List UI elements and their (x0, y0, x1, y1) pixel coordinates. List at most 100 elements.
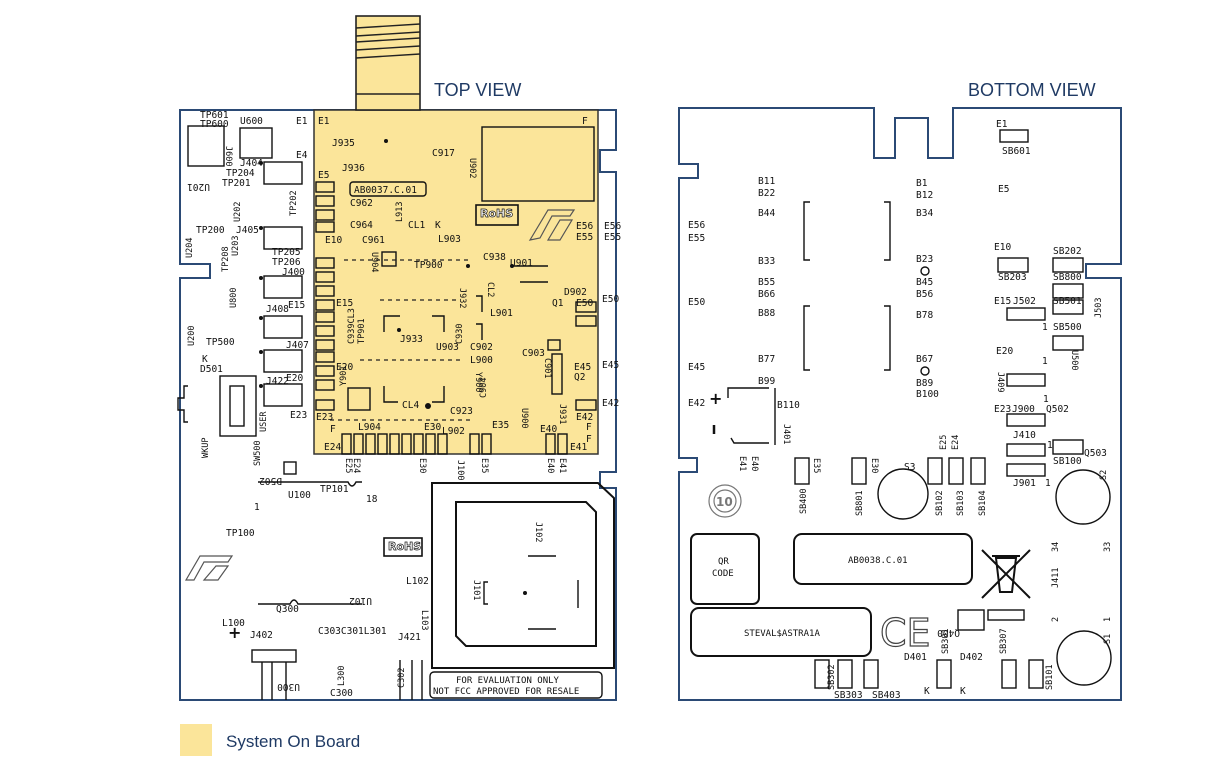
svg-text:SB100: SB100 (1053, 456, 1082, 467)
svg-text:L903: L903 (438, 234, 461, 245)
svg-text:B66: B66 (758, 289, 775, 300)
svg-text:E41: E41 (570, 442, 587, 453)
svg-text:SB101: SB101 (1045, 664, 1055, 690)
svg-text:U300: U300 (277, 681, 300, 692)
svg-text:U500: U500 (1069, 350, 1079, 370)
nfc-antenna (431, 482, 615, 669)
svg-text:B33: B33 (758, 256, 775, 267)
svg-text:B100: B100 (916, 389, 939, 400)
svg-text:C964: C964 (350, 220, 373, 231)
ce-mark: CE (880, 611, 931, 655)
svg-text:Y900: Y900 (473, 372, 483, 392)
svg-text:J936: J936 (342, 163, 365, 174)
svg-text:B34: B34 (916, 208, 933, 219)
svg-text:E1: E1 (318, 116, 330, 127)
j600-box (187, 125, 225, 167)
svg-text:TP200: TP200 (196, 225, 225, 236)
svg-text:TP900: TP900 (414, 260, 443, 271)
svg-text:RoHS: RoHS (388, 540, 421, 553)
svg-text:E30: E30 (424, 422, 441, 433)
svg-text:SB202: SB202 (1053, 246, 1082, 257)
svg-text:J502: J502 (1013, 296, 1036, 307)
svg-text:C939CL3: C939CL3 (347, 308, 357, 344)
svg-text:E50: E50 (602, 294, 619, 305)
svg-text:C938: C938 (483, 252, 506, 263)
wkup-button (177, 385, 188, 423)
svg-text:E50: E50 (688, 297, 705, 308)
svg-text:B45: B45 (916, 277, 933, 288)
s2-button (1055, 469, 1111, 525)
svg-text:TP201: TP201 (222, 178, 251, 189)
svg-text:E41: E41 (557, 458, 567, 473)
svg-text:U902: U902 (467, 158, 477, 178)
svg-text:Q300: Q300 (276, 604, 299, 615)
svg-text:B110: B110 (777, 400, 800, 411)
svg-text:U202: U202 (233, 202, 243, 222)
svg-text:1: 1 (1042, 322, 1048, 333)
system-on-board-area (313, 109, 599, 455)
svg-text:J408: J408 (266, 304, 289, 315)
q300-line (258, 599, 362, 605)
svg-text:J901: J901 (1013, 478, 1036, 489)
svg-text:SW500: SW500 (253, 440, 263, 466)
d502 (283, 461, 297, 475)
svg-text:B12: B12 (916, 190, 933, 201)
svg-text:J404: J404 (240, 158, 263, 169)
sob-bottom-pads (341, 433, 568, 455)
svg-text:2: 2 (1051, 617, 1061, 622)
bottom-bracket-upper (803, 201, 891, 261)
svg-text:TP204: TP204 (226, 168, 255, 179)
svg-text:C902: C902 (470, 342, 493, 353)
svg-text:L913: L913 (395, 202, 405, 222)
svg-text:B22: B22 (758, 188, 775, 199)
svg-text:TP100: TP100 (226, 528, 255, 539)
svg-text:B56: B56 (916, 289, 933, 300)
svg-text:SB303: SB303 (834, 690, 863, 701)
svg-text:CL2: CL2 (485, 282, 495, 297)
svg-text:L100: L100 (222, 618, 245, 629)
qr-line1: QR (718, 557, 729, 567)
svg-text:E5: E5 (318, 170, 329, 181)
svg-text:E41: E41 (737, 456, 747, 471)
svg-text:RoHS: RoHS (480, 207, 513, 220)
svg-text:1: 1 (1043, 394, 1049, 405)
j421-connector (399, 660, 423, 700)
svg-text:L900: L900 (470, 355, 493, 366)
u902-module (481, 126, 595, 202)
svg-text:Q1: Q1 (552, 298, 564, 309)
svg-text:E56: E56 (688, 220, 705, 231)
sob-board-id-plate (349, 181, 427, 197)
svg-text:E23: E23 (290, 410, 307, 421)
svg-text:E23: E23 (994, 404, 1011, 415)
sob-left-pads (315, 181, 335, 411)
bottom-board-id-plate (793, 533, 973, 585)
svg-text:C904: C904 (479, 378, 489, 398)
svg-text:E42: E42 (602, 398, 619, 409)
j401-connector (727, 387, 769, 444)
svg-text:J503: J503 (1094, 298, 1104, 318)
svg-text:J102: J102 (533, 522, 543, 542)
svg-text:34: 34 (1051, 542, 1061, 552)
svg-text:SB403: SB403 (872, 690, 901, 701)
svg-text:U800: U800 (229, 288, 239, 308)
svg-text:E30: E30 (417, 458, 427, 473)
svg-text:TP205: TP205 (272, 247, 301, 258)
svg-text:J101: J101 (471, 580, 481, 600)
svg-text:SB800: SB800 (1053, 272, 1082, 283)
bottom-labels: E1 SB601 E5 E10 SB202 SB203 SB800 E15 J5… (688, 119, 1113, 701)
antenna (355, 15, 421, 111)
plus-mark: + (228, 623, 241, 642)
svg-text:J410: J410 (1013, 430, 1036, 441)
svg-text:L904: L904 (358, 422, 381, 433)
svg-text:U203: U203 (231, 236, 241, 256)
svg-text:TP600: TP600 (200, 119, 229, 130)
svg-text:J400: J400 (282, 267, 305, 278)
svg-text:TP101: TP101 (320, 484, 349, 495)
s3-button (877, 468, 929, 520)
notice-line2: NOT FCC APPROVED FOR RESALE (433, 687, 579, 697)
bottom-board-id: AB0038.C.01 (848, 556, 908, 566)
cl4-dot (425, 403, 431, 409)
svg-text:D502: D502 (259, 475, 282, 486)
svg-text:J900: J900 (1012, 404, 1035, 415)
svg-text:1: 1 (1045, 478, 1051, 489)
